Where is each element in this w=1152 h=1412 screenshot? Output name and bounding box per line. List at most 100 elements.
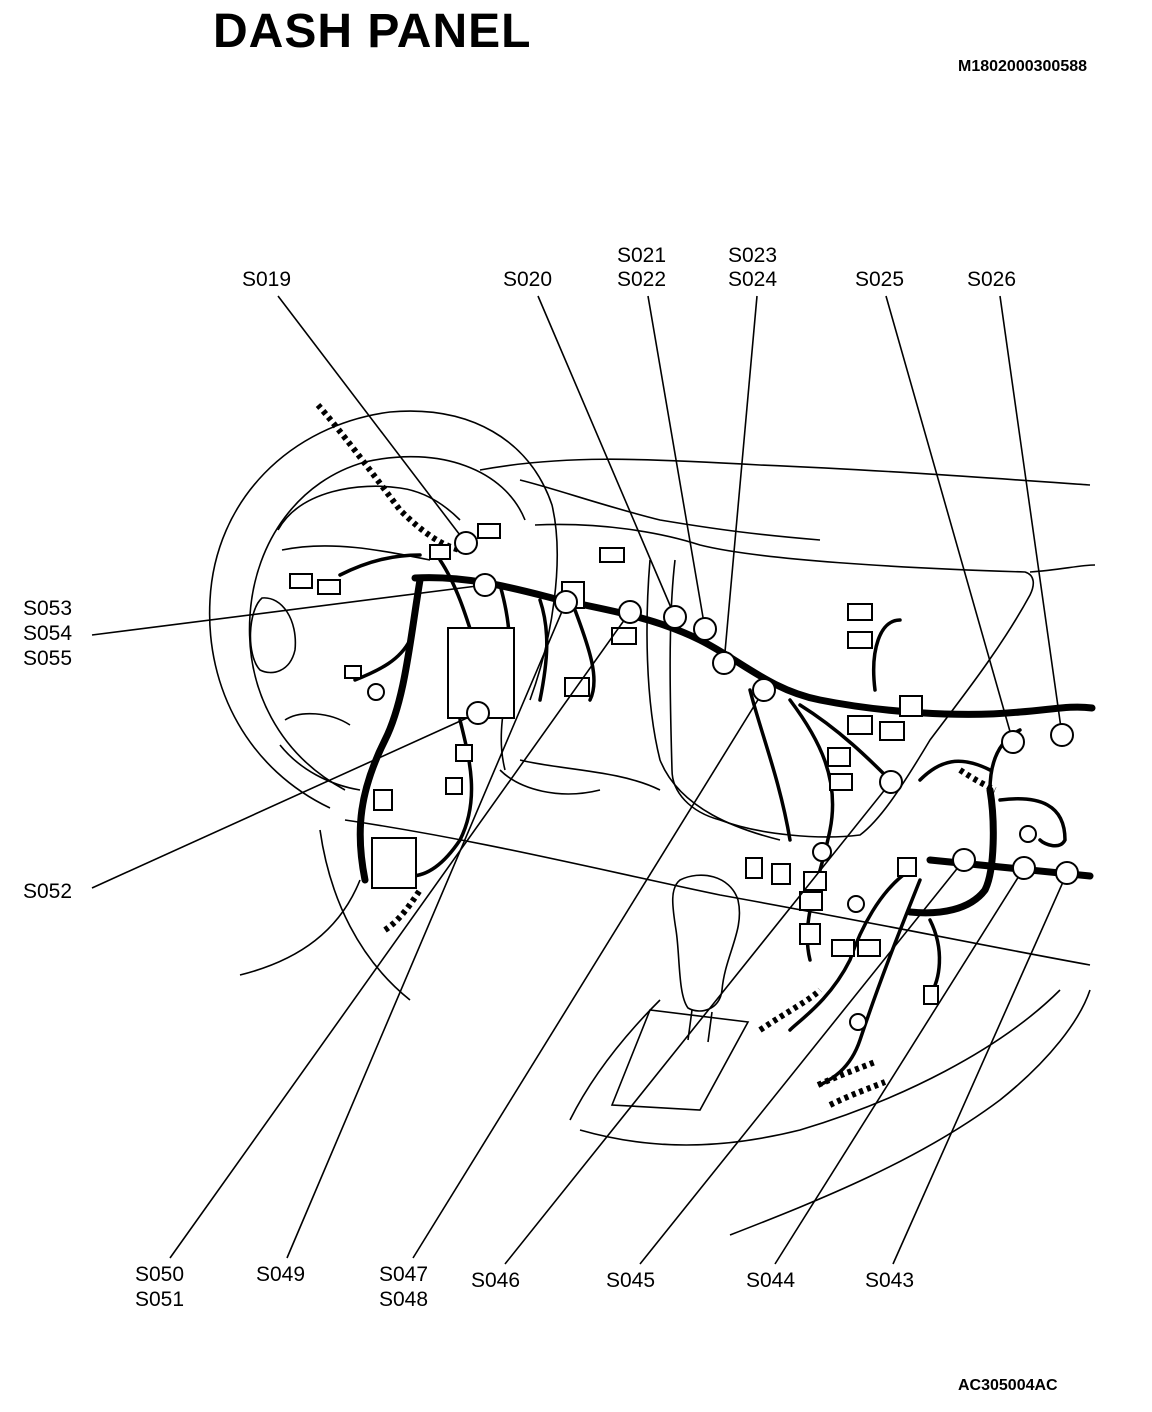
connector	[897, 857, 917, 877]
label-s019: S019	[242, 268, 291, 291]
label-s020: S020	[503, 268, 552, 291]
harness-lower-left-dashed	[383, 888, 423, 933]
shift-lever-boot	[610, 1009, 750, 1111]
splice-labels: S019 S020 S021 S022 S023 S024 S025 S026 …	[23, 244, 1016, 1311]
label-s043: S043	[865, 1269, 914, 1292]
connector	[879, 721, 905, 741]
splice-s050-marker	[618, 600, 642, 624]
connector	[429, 544, 451, 560]
connector	[477, 523, 501, 539]
connector	[745, 857, 763, 879]
label-s051: S051	[135, 1288, 184, 1311]
splice-s026-marker	[1050, 723, 1074, 747]
label-s050: S050	[135, 1263, 184, 1286]
label-s025: S025	[855, 268, 904, 291]
label-s047: S047	[379, 1263, 428, 1286]
dashboard-mid-line	[534, 523, 1035, 838]
connector	[831, 939, 855, 957]
figure-code: AC305004AC	[958, 1377, 1058, 1394]
label-s023: S023	[728, 244, 777, 267]
harness-branch-14	[928, 918, 942, 997]
junction-block	[371, 837, 417, 889]
lower-dash-curve	[239, 829, 411, 1001]
leader-s020	[537, 295, 676, 618]
harness-upper-dashed	[315, 403, 461, 553]
harness-floor-dashed	[816, 1059, 887, 1108]
ground-terminal	[367, 683, 385, 701]
connector	[317, 579, 341, 595]
label-s052: S052	[23, 880, 72, 903]
label-s054: S054	[23, 622, 72, 645]
connector	[599, 547, 625, 563]
splice-s023-marker	[712, 651, 736, 675]
label-s021: S021	[617, 244, 666, 267]
leader-s052	[91, 712, 479, 889]
splice-s049-marker	[554, 590, 578, 614]
leader-s045	[639, 859, 965, 1265]
label-s055: S055	[23, 647, 72, 670]
harness-lower-right-dashed	[758, 987, 823, 1033]
ground-terminal	[1019, 825, 1037, 843]
left-harness-drop	[356, 576, 424, 884]
connector	[899, 695, 923, 717]
splice-s045-marker	[952, 848, 976, 872]
ground-terminal	[812, 842, 832, 862]
connector	[847, 715, 873, 735]
diagram-title: DASH PANEL	[213, 5, 532, 58]
splice-s019-marker	[454, 531, 478, 555]
connector	[289, 573, 313, 589]
dashboard-outline	[208, 410, 1096, 1236]
dashboard-upper-line	[519, 479, 821, 541]
connector	[857, 939, 881, 957]
leader-s019	[277, 295, 467, 544]
label-s026: S026	[967, 268, 1016, 291]
splice-s021-marker	[693, 617, 717, 641]
shift-shaft	[687, 1009, 713, 1043]
leader-s043	[892, 872, 1068, 1265]
splice-s025-marker	[1001, 730, 1025, 754]
steering-wheel-grip	[249, 597, 297, 674]
right-vertical-harness	[906, 786, 997, 917]
leader-s023-s024	[723, 295, 758, 664]
splice-s043-marker	[1055, 861, 1079, 885]
connector	[847, 603, 873, 621]
main-harness-trunk	[411, 574, 1096, 718]
connector	[455, 744, 473, 762]
connector	[847, 631, 873, 649]
splice-markers	[454, 531, 1079, 885]
harness-branch-9	[872, 618, 902, 692]
label-s044: S044	[746, 1269, 795, 1292]
leader-lines	[91, 295, 1068, 1265]
leader-s044	[774, 867, 1025, 1265]
label-s046: S046	[471, 1269, 520, 1292]
splice-s020-marker	[663, 605, 687, 629]
splice-s052-marker	[466, 701, 490, 725]
dashboard-top-edge	[479, 458, 1091, 486]
leader-s021-s022	[647, 295, 706, 630]
label-s024: S024	[728, 268, 777, 291]
leader-s049	[286, 601, 567, 1259]
connector	[803, 871, 827, 891]
harness-branch-12	[788, 868, 912, 1032]
label-s049: S049	[256, 1263, 305, 1286]
leader-s053-s055	[91, 584, 486, 636]
floor-console	[569, 989, 1061, 1146]
ground-terminal	[849, 1013, 867, 1031]
connector	[827, 747, 851, 767]
harness-branch-10	[918, 759, 992, 782]
leader-s026	[999, 295, 1063, 736]
leader-s050-s051	[169, 611, 631, 1259]
harness-branch-7	[788, 698, 835, 962]
splice-s053-marker	[473, 573, 497, 597]
leader-s025	[885, 295, 1014, 743]
label-s045: S045	[606, 1269, 655, 1292]
connector	[923, 985, 939, 1005]
harness-branch-6	[748, 688, 792, 842]
connector	[799, 891, 823, 911]
shift-knob	[671, 874, 741, 1012]
floor-curve	[729, 989, 1091, 1236]
splice-s044-marker	[1012, 856, 1036, 880]
connector	[611, 627, 637, 645]
splice-s046-marker	[879, 770, 903, 794]
label-s048: S048	[379, 1288, 428, 1311]
